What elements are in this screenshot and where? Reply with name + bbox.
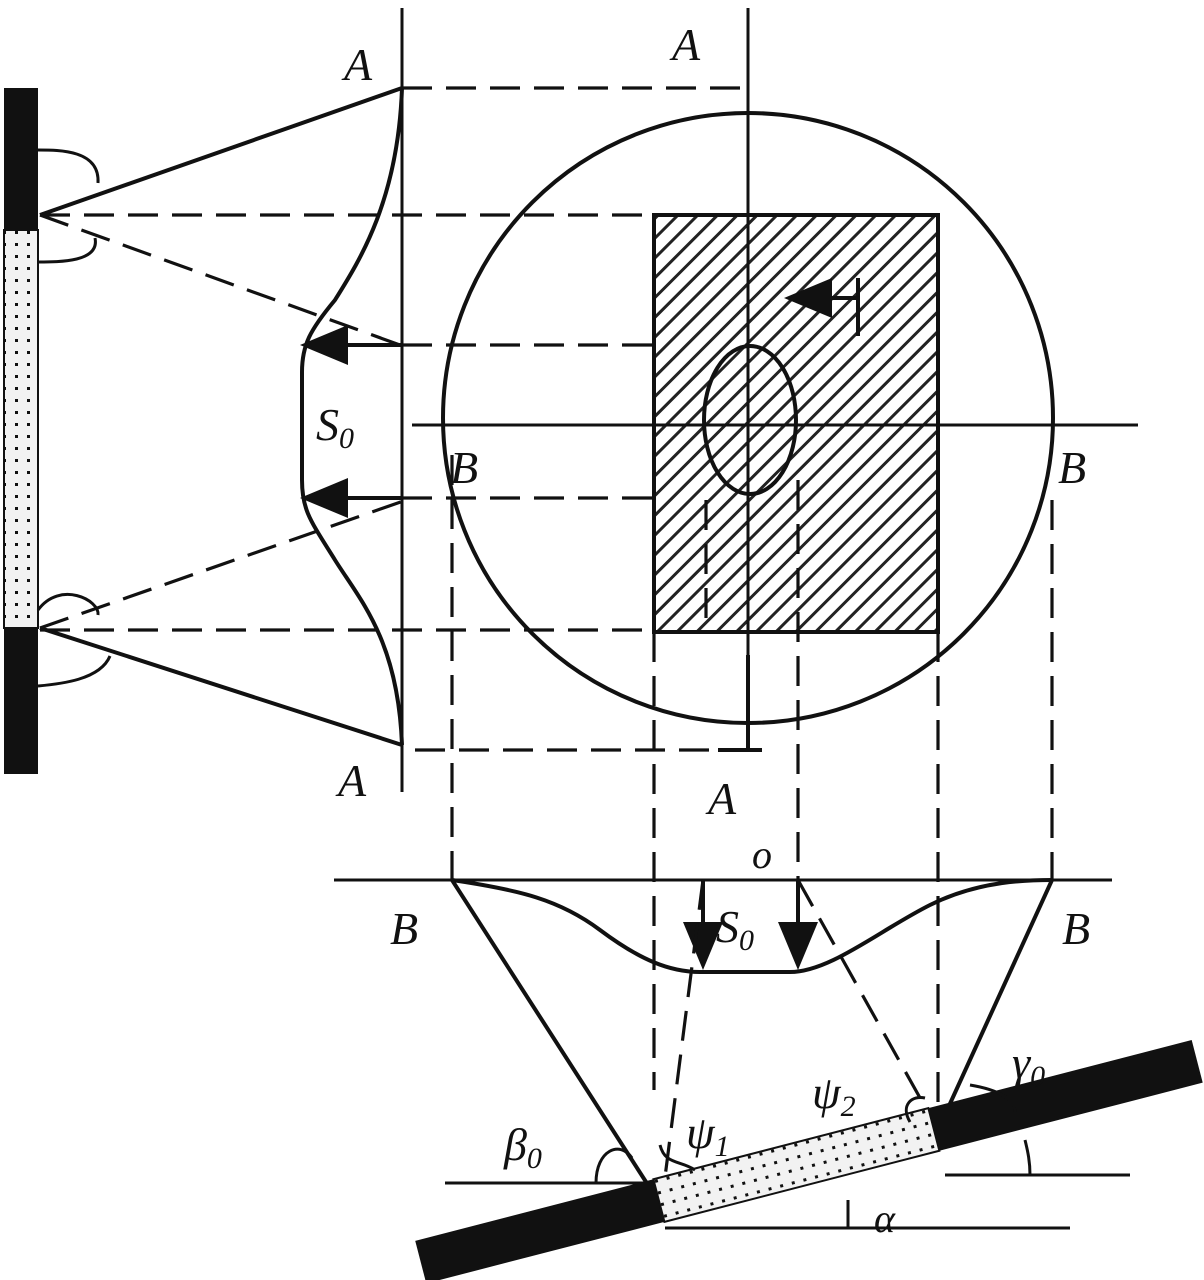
label-s0-left: S0 [316, 399, 354, 455]
label-b-mid-right: B [1058, 442, 1086, 493]
label-b-mid-left: B [450, 442, 478, 493]
label-a-bottom-left: A [335, 755, 367, 806]
label-beta0: β0 [503, 1119, 542, 1175]
label-s0-lower: S0 [716, 901, 754, 957]
bottom-reference-lines [445, 1173, 1130, 1230]
label-gamma0: γ0 [1012, 1037, 1045, 1093]
direction-arrow [784, 278, 860, 336]
label-a-bottom-right: A [705, 773, 737, 824]
label-a-top-left: A [341, 39, 373, 90]
text-labels: A A A A B B B B S0 S0 o β0 ψ1 ψ2 γ0 α [316, 19, 1090, 1241]
label-a-top-right: A [669, 19, 701, 70]
lower-rays [450, 878, 1054, 1187]
tilted-bar [415, 1040, 1203, 1280]
projection-lines [450, 455, 1054, 1110]
label-alpha: α [874, 1196, 896, 1241]
label-psi2: ψ2 [812, 1067, 856, 1123]
lower-s0-arrows [683, 880, 818, 970]
left-strip [3, 88, 39, 774]
label-o: o [752, 832, 772, 877]
lower-distribution-curve [451, 878, 1053, 974]
center-ellipse [702, 344, 798, 496]
left-distribution-curve [300, 87, 404, 746]
bottom-angle-arcs [594, 1083, 1032, 1184]
label-b-low-left: B [390, 903, 418, 954]
left-rays [39, 86, 413, 747]
left-s0-arrows [300, 325, 402, 518]
label-b-low-right: B [1062, 903, 1090, 954]
left-angle-arcs [36, 148, 112, 688]
label-psi1: ψ1 [686, 1107, 730, 1163]
horizontal-dashed-lines [40, 86, 742, 752]
